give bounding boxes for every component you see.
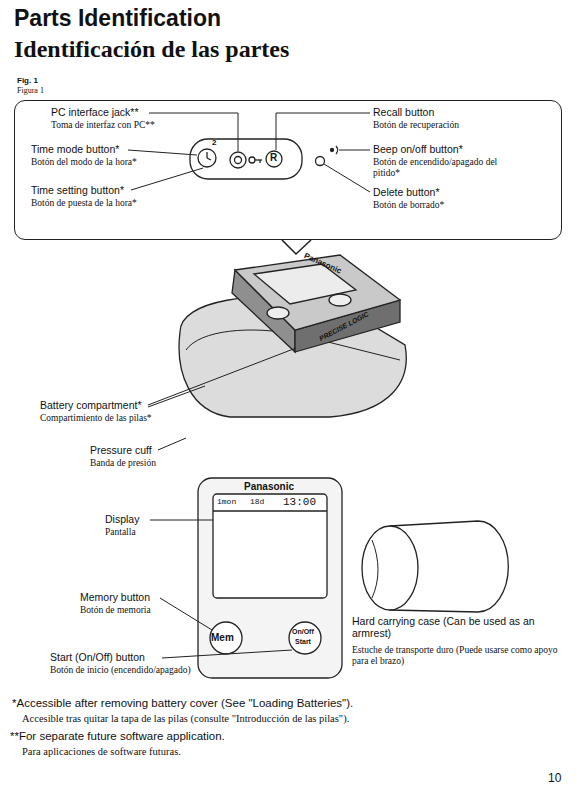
- label-text: On/Off: [292, 628, 314, 636]
- leader-line: [339, 150, 370, 151]
- button-panel: [198, 149, 216, 167]
- label-text: Para aplicaciones de software futuras.: [22, 746, 181, 758]
- button-panel: [331, 149, 334, 152]
- label-text: Pressure cuff: [90, 445, 152, 457]
- label-text: Estuche de transporte duro (Puede usarse…: [352, 645, 570, 666]
- page-title: Parts Identification: [14, 6, 221, 32]
- label-text: Compartimiento de las pilas*: [40, 413, 152, 424]
- part-label: Botón de recuperación: [373, 120, 459, 131]
- button-panel: [266, 151, 282, 167]
- front-view: [198, 478, 342, 678]
- label-text: 10: [548, 772, 561, 785]
- label-text: 1mon: [217, 498, 236, 507]
- button-panel: [206, 152, 207, 158]
- leader-line: [150, 520, 292, 658]
- part-label: Botón del modo de la hora*: [31, 157, 137, 168]
- button-panel: [249, 157, 255, 163]
- label-text: Hard carrying case (Can be used as an ar…: [352, 616, 570, 640]
- label-text: Fig. 1: [17, 77, 38, 86]
- leader-line: [162, 650, 292, 658]
- leader-line: [149, 113, 238, 151]
- label-text: *Accessible after removing battery cover…: [12, 697, 353, 710]
- leader-line: [131, 168, 203, 190]
- leader-line: [160, 598, 212, 630]
- label-text: Pantalla: [105, 527, 136, 538]
- label-text: 18d: [250, 498, 264, 507]
- front-view: [213, 494, 327, 598]
- leader-line: [148, 386, 205, 407]
- label-text: Memory button: [80, 592, 150, 604]
- label-text: Start: [295, 638, 311, 646]
- button-panel: [259, 160, 260, 163]
- wrist-unit: [179, 255, 406, 417]
- button-panel: [336, 146, 338, 154]
- leader-line: [128, 150, 197, 155]
- front-view: [213, 510, 327, 511]
- button-panel: [207, 158, 211, 160]
- label-text: 2: [212, 139, 216, 148]
- part-label: PC interface jack**: [51, 107, 139, 119]
- wrist-unit: [329, 294, 351, 306]
- part-label: Recall button: [373, 107, 434, 119]
- label-text: Mem: [211, 632, 234, 643]
- button-panel: [190, 139, 338, 179]
- part-label: Botón de puesta de la hora*: [31, 198, 137, 209]
- part-label: Botón de encendido/apagado del pitido*: [373, 157, 523, 178]
- front-view: [210, 622, 242, 654]
- label-text: R: [270, 152, 277, 163]
- leader-line: [150, 520, 213, 521]
- label-text: Botón de memoria: [80, 605, 151, 616]
- part-label: Botón de borrado*: [373, 200, 444, 211]
- part-label: Beep on/off button*: [373, 144, 463, 156]
- leader-line: [276, 113, 370, 150]
- label-text: Start (On/Off) button: [50, 652, 145, 664]
- label-text: Accesible tras quitar la tapa de las pil…: [22, 713, 349, 725]
- label-text: Battery compartment*: [40, 400, 142, 412]
- label-text: Identificación de las partes: [14, 36, 289, 63]
- leader-line: [148, 348, 296, 405]
- button-panel: [235, 157, 242, 164]
- carrying-case: [372, 540, 378, 598]
- label-text: Display: [105, 514, 139, 526]
- label-text: **For separate future software applicati…: [10, 730, 225, 743]
- front-view: [289, 622, 321, 654]
- label-text: 13:00: [283, 496, 316, 508]
- leader-line: [148, 348, 296, 450]
- front-view: [198, 478, 342, 678]
- button-panel: [190, 139, 302, 179]
- part-label: Time mode button*: [31, 144, 119, 156]
- button-panel: [255, 159, 262, 160]
- carrying-case: [362, 521, 508, 612]
- label-text: Banda de presión: [90, 458, 156, 469]
- carrying-case: [362, 526, 418, 610]
- wrist-unit: [267, 307, 289, 319]
- label-text: Botón de inicio (encendido/apagado): [50, 665, 191, 676]
- part-label: Delete button*: [373, 187, 440, 199]
- leader-line: [324, 164, 370, 192]
- callout-box: PC interface jack**Toma de interfaz con …: [14, 100, 562, 240]
- label-text: Figura 1: [17, 87, 44, 96]
- label-text: Panasonic: [244, 481, 294, 492]
- leader-line: [128, 113, 370, 192]
- button-panel: [316, 157, 325, 166]
- part-label: Time setting button*: [31, 185, 124, 197]
- part-label: Toma de interfaz con PC**: [51, 120, 155, 131]
- leader-line: [158, 438, 186, 450]
- button-panel: [230, 152, 246, 168]
